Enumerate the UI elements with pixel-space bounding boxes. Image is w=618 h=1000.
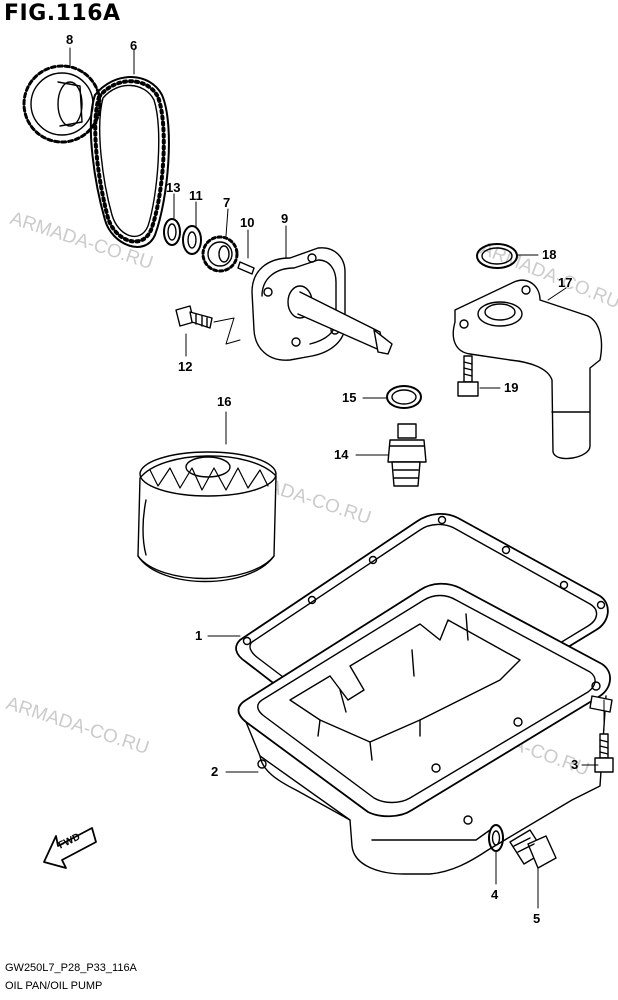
callout-17: 17 [558, 275, 573, 290]
oil-filter-16 [137, 451, 277, 583]
callout-1: 1 [195, 628, 203, 643]
washer-11 [182, 225, 202, 255]
callout-8: 8 [66, 32, 74, 47]
callout-16: 16 [217, 394, 232, 409]
strainer-17 [452, 279, 603, 460]
callout-4: 4 [491, 887, 499, 902]
o-ring-18 [476, 243, 518, 269]
callout-2: 2 [211, 764, 219, 779]
oil-pump-9 [251, 247, 393, 361]
drain-gasket-4 [488, 824, 504, 852]
oil-pressure-switch-14 [387, 423, 427, 487]
fwd-arrow-icon [43, 827, 97, 869]
callout-19: 19 [504, 380, 519, 395]
leader-lines [69, 47, 599, 909]
figure-caption: OIL PAN/OIL PUMP [5, 980, 103, 992]
callout-7: 7 [223, 195, 231, 210]
sprocket-8 [22, 64, 102, 144]
callout-10: 10 [240, 215, 255, 230]
callout-5: 5 [533, 911, 541, 926]
pump-gear-7 [201, 235, 239, 273]
callout-15: 15 [342, 390, 357, 405]
bolt-19 [457, 355, 479, 397]
drain-plug-5 [509, 829, 557, 869]
callout-14: 14 [334, 447, 349, 462]
callout-9: 9 [281, 211, 289, 226]
figure-title: FIG.116A [4, 1, 121, 26]
callout-6: 6 [130, 38, 138, 53]
pin-10 [237, 261, 255, 275]
circlip-13 [163, 218, 181, 246]
callout-12: 12 [178, 359, 193, 374]
o-ring-15 [386, 385, 422, 409]
bolt-12 [175, 305, 241, 345]
chain-6 [89, 76, 170, 248]
drawing-code: GW250L7_P28_P33_116A [5, 962, 137, 974]
callout-11: 11 [189, 188, 203, 203]
callout-13: 13 [166, 180, 181, 195]
callout-18: 18 [542, 247, 557, 262]
callout-3: 3 [571, 757, 579, 772]
bolt-3 [594, 699, 614, 773]
oil-pan-2 [237, 582, 613, 875]
